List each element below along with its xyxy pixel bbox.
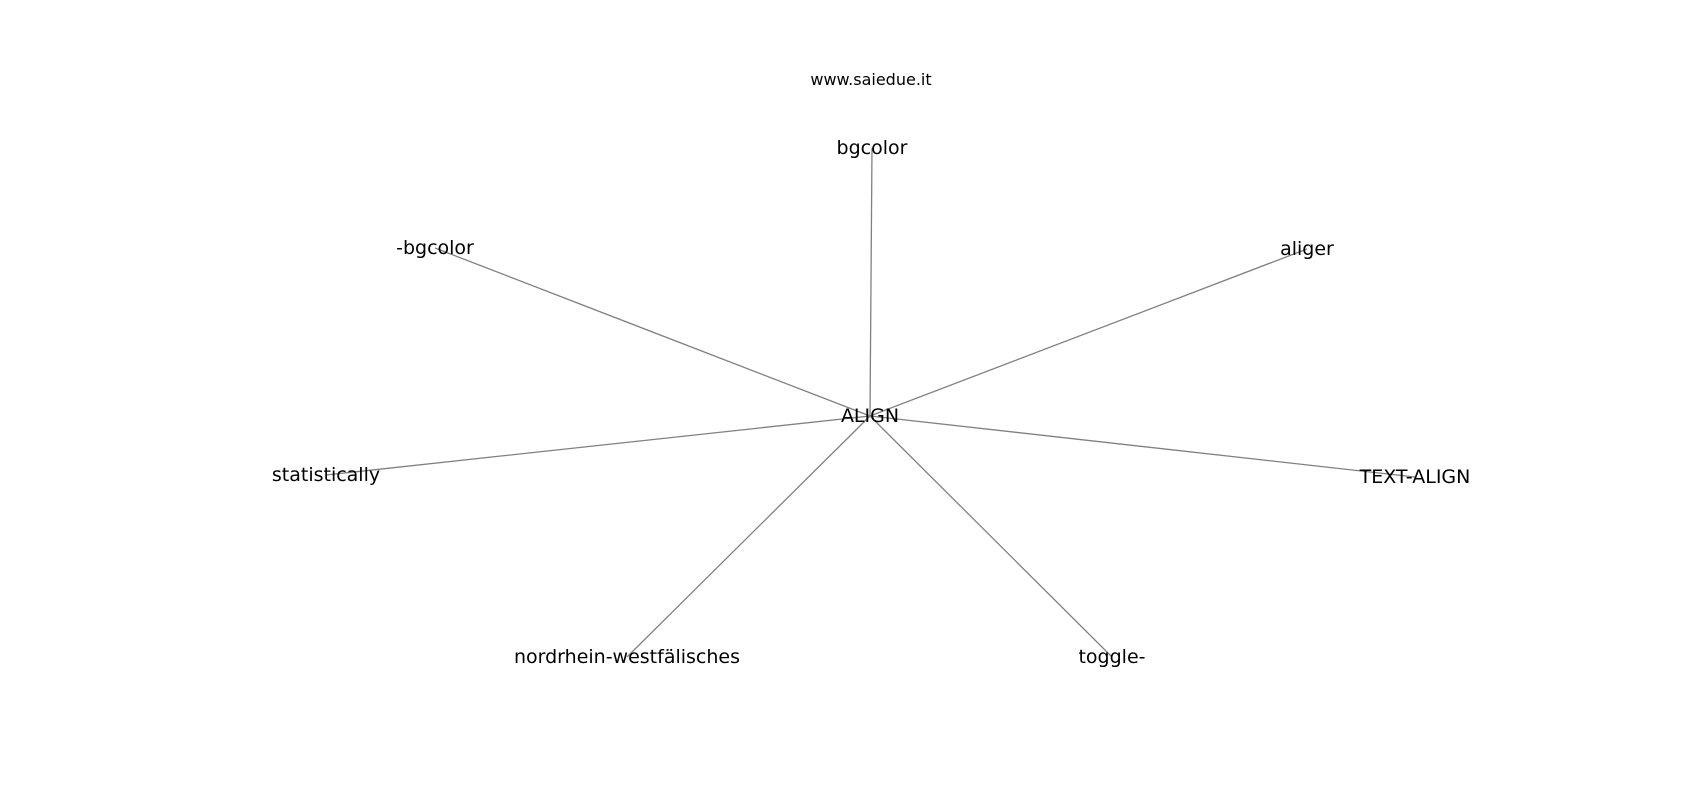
diagram-title: www.saiedue.it [810, 70, 932, 89]
node-toggle: toggle- [1078, 646, 1145, 668]
edge-layer [325, 147, 1416, 658]
edge-align-bgcolor [869, 147, 873, 417]
edge-align-aliger [869, 248, 1308, 417]
node-layer: ALIGN bgcolor -bgcolor aliger statistica… [272, 137, 1470, 668]
edge-align-dash-bgcolor [434, 247, 871, 417]
node-aliger: aliger [1280, 238, 1334, 260]
node-nordrhein-westfaelisches: nordrhein-westfälisches [514, 646, 740, 668]
node-text-align: TEXT-ALIGN [1359, 466, 1471, 488]
node-dash-bgcolor: -bgcolor [396, 237, 474, 259]
edge-align-nordrhein-westfaelisches [626, 415, 871, 658]
edge-align-statistically [325, 415, 871, 476]
node-statistically: statistically [272, 464, 380, 486]
node-align: ALIGN [841, 405, 899, 427]
node-bgcolor: bgcolor [837, 137, 908, 159]
edge-align-toggle [869, 415, 1113, 658]
edge-align-text-align [869, 415, 1416, 478]
